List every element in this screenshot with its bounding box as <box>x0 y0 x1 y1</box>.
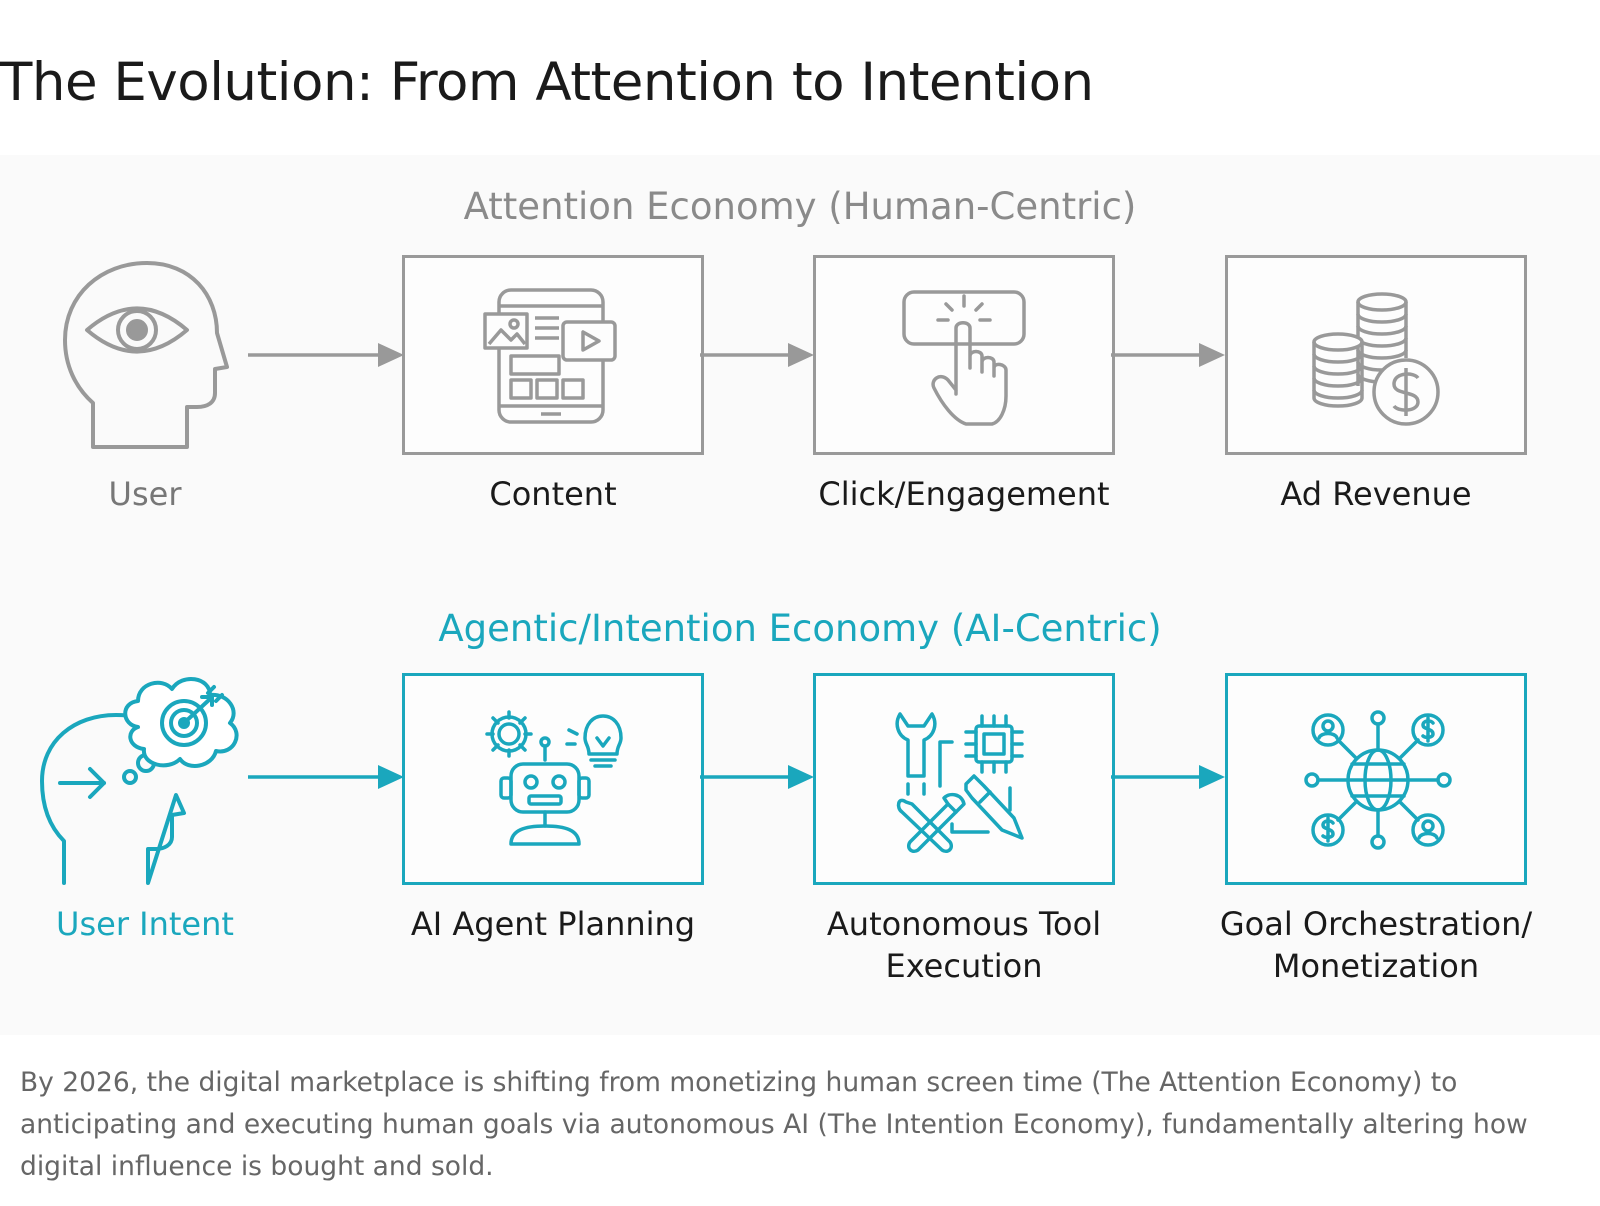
step-label-user-intent: User Intent <box>56 905 234 943</box>
step-label-goal-orchestration: Goal Orchestration/ Monetization <box>1219 905 1533 985</box>
goal-orchestration-box <box>1225 673 1527 885</box>
network-globe-icon <box>1304 710 1452 850</box>
step-label-ai-agent-planning: AI Agent Planning <box>410 905 696 943</box>
step-label-autonomous-tool-execution: Autonomous Tool Execution <box>826 905 1102 985</box>
head-eye-icon <box>55 255 235 459</box>
ad-revenue-box <box>1225 255 1527 455</box>
step-label-click-engagement: Click/Engagement <box>818 475 1110 513</box>
arrow-planning-to-execution <box>700 765 814 789</box>
step-label-user: User <box>108 475 182 513</box>
click-hand-icon <box>902 290 1026 426</box>
attention-economy-heading: Attention Economy (Human-Centric) <box>463 185 1137 228</box>
arrow-content-to-click <box>700 343 814 367</box>
caption: By 2026, the digital marketplace is shif… <box>20 1067 1528 1182</box>
step-label-ad-revenue: Ad Revenue <box>1280 475 1472 513</box>
tablet-media-icon <box>483 288 617 424</box>
arrow-execution-to-monetization <box>1111 765 1225 789</box>
content-box <box>402 255 704 455</box>
arrow-click-to-revenue <box>1111 343 1225 367</box>
head-target-icon <box>38 673 258 892</box>
arrow-user-to-content <box>248 343 404 367</box>
intention-economy-heading: Agentic/Intention Economy (AI-Centric) <box>438 607 1162 650</box>
coins-dollar-icon <box>1312 292 1440 426</box>
step-label-content: Content <box>489 475 617 513</box>
robot-ideas-icon <box>485 710 623 846</box>
evolution-diagram: Attention Economy (Human-Centric) <box>0 155 1600 1035</box>
autonomous-tool-execution-box <box>813 673 1115 885</box>
ai-agent-planning-box <box>402 673 704 885</box>
arrow-intent-to-planning <box>248 765 404 789</box>
page-title: The Evolution: From Attention to Intenti… <box>0 52 1094 113</box>
tools-chip-icon <box>895 712 1024 854</box>
click-engagement-box <box>813 255 1115 455</box>
